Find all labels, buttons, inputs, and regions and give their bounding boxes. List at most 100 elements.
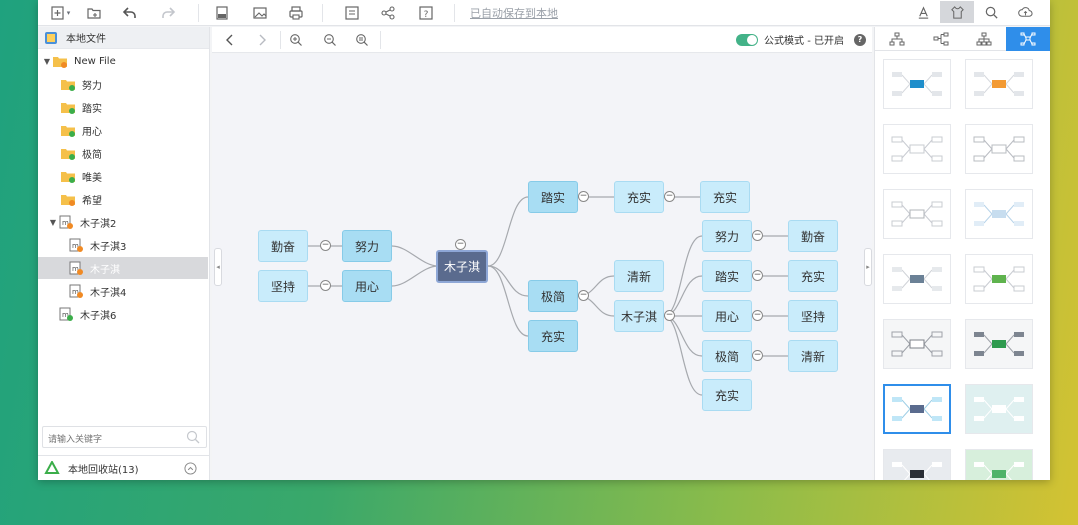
node-chongshi[interactable]: 充实 [528, 320, 578, 352]
theme-option[interactable] [965, 449, 1033, 480]
node-tashi[interactable]: 踏实 [528, 181, 578, 213]
layout-logic-icon[interactable] [919, 27, 963, 51]
text-style-icon[interactable] [906, 1, 940, 23]
tree-folder-weimei[interactable]: 唯美 [38, 165, 208, 187]
tree-file-muziqi3[interactable]: m 木子淇3 [38, 234, 208, 256]
theme-option[interactable] [965, 59, 1033, 109]
tree-item-label: 木子淇3 [90, 241, 127, 253]
node-jijian[interactable]: 极简 [702, 340, 752, 372]
theme-option[interactable] [883, 449, 951, 480]
node-nuli[interactable]: 努力 [702, 220, 752, 252]
theme-option[interactable] [965, 254, 1033, 304]
node-chongshi[interactable]: 充实 [614, 181, 664, 213]
collapse-panel-handle[interactable]: ▸ [864, 248, 872, 286]
zoom-in-icon[interactable] [288, 32, 304, 48]
theme-option[interactable] [883, 124, 951, 174]
help-icon[interactable]: ? [416, 3, 436, 23]
node-chongshi[interactable]: 充实 [700, 181, 750, 213]
collapse-icon[interactable]: − [578, 191, 589, 202]
question-icon[interactable]: ? [854, 33, 866, 46]
node-chongshi[interactable]: 充实 [702, 379, 752, 411]
collapse-sidebar-handle[interactable]: ◂ [214, 248, 222, 286]
tree-folder-xiwang[interactable]: 希望 [38, 188, 208, 210]
back-icon[interactable] [222, 32, 238, 48]
node-yongxin[interactable]: 用心 [342, 270, 392, 302]
node-jijian[interactable]: 极简 [528, 280, 578, 312]
tree-folder-jijian[interactable]: 极简 [38, 142, 208, 164]
tree-folder-tashi[interactable]: 踏实 [38, 96, 208, 118]
zoom-out-icon[interactable] [322, 32, 338, 48]
folder-upload-icon [61, 195, 75, 206]
node-jianchi[interactable]: 坚持 [788, 300, 838, 332]
formula-toggle[interactable] [736, 33, 759, 46]
redo-icon[interactable] [158, 3, 178, 23]
layout-org-icon[interactable] [963, 27, 1007, 51]
theme-option[interactable] [965, 124, 1033, 174]
collapse-icon[interactable]: − [664, 310, 675, 321]
theme-option[interactable] [883, 59, 951, 109]
node-yongxin[interactable]: 用心 [702, 300, 752, 332]
mindmap-canvas[interactable]: 勤奋 努力 坚持 用心 − − 木子淇 − 踏实 − 充实 − 充实 极简 − … [212, 54, 872, 480]
theme-option-selected[interactable] [883, 384, 951, 434]
theme-option[interactable] [883, 189, 951, 239]
undo-icon[interactable] [120, 3, 140, 23]
export-image-icon[interactable] [212, 3, 232, 23]
tree-file-muziqi[interactable]: m 木子淇 [38, 257, 208, 279]
node-muziqi[interactable]: 木子淇 [614, 300, 664, 332]
theme-option[interactable] [965, 189, 1033, 239]
share-icon[interactable] [378, 3, 398, 23]
node-qinfen[interactable]: 勤奋 [788, 220, 838, 252]
theme-option[interactable] [883, 319, 951, 369]
node-tashi[interactable]: 踏实 [702, 260, 752, 292]
tree-folder-yongxin[interactable]: 用心 [38, 119, 208, 141]
collapse-icon[interactable]: − [752, 350, 763, 361]
collapse-icon[interactable]: − [664, 191, 675, 202]
image-icon[interactable] [250, 3, 270, 23]
collapse-icon[interactable]: − [578, 290, 589, 301]
collapse-icon[interactable]: − [320, 280, 331, 291]
new-file-icon[interactable]: ▾ [48, 3, 72, 23]
search-input[interactable] [43, 430, 178, 450]
node-qingxin[interactable]: 清新 [614, 260, 664, 292]
node-root[interactable]: 木子淇 [436, 250, 488, 283]
recycle-bin[interactable]: 本地回收站(13) [38, 455, 209, 480]
collapse-icon[interactable]: − [752, 270, 763, 281]
svg-text:m: m [62, 219, 69, 227]
node-chongshi[interactable]: 充实 [788, 260, 838, 292]
tree-folder-new-file[interactable]: ▼ New File [38, 50, 208, 72]
collapse-icon[interactable]: − [752, 230, 763, 241]
tree-file-muziqi2[interactable]: ▼ m 木子淇2 [38, 211, 208, 233]
cloud-icon[interactable] [1008, 1, 1042, 23]
forward-icon[interactable] [254, 32, 270, 48]
collapse-icon[interactable]: − [455, 239, 466, 250]
open-folder-icon[interactable] [84, 3, 104, 23]
main-toolbar: ▾ ? 已自动保存到本地 [38, 0, 1050, 26]
node-qinfen[interactable]: 勤奋 [258, 230, 308, 262]
zoom-fit-icon[interactable] [354, 32, 370, 48]
search-field[interactable] [42, 426, 207, 450]
toolbar-divider [280, 31, 281, 49]
search-icon[interactable] [974, 1, 1008, 23]
search-icon[interactable] [186, 430, 200, 444]
node-jianchi[interactable]: 坚持 [258, 270, 308, 302]
caret-down-icon[interactable]: ▼ [43, 56, 51, 66]
layout-tree-icon[interactable] [875, 27, 919, 51]
theme-option[interactable] [965, 319, 1033, 369]
note-icon[interactable] [342, 3, 362, 23]
collapse-up-icon[interactable] [184, 462, 197, 475]
tree-file-muziqi6[interactable]: m 木子淇6 [38, 303, 208, 325]
tree-folder-nuli[interactable]: 努力 [38, 73, 208, 95]
print-icon[interactable] [286, 3, 306, 23]
layout-mindmap-icon[interactable] [1006, 27, 1050, 51]
collapse-icon[interactable]: − [320, 240, 331, 251]
node-qingxin[interactable]: 清新 [788, 340, 838, 372]
theme-icon[interactable] [940, 1, 974, 23]
theme-option[interactable] [965, 384, 1033, 434]
theme-option[interactable] [883, 254, 951, 304]
autosave-status[interactable]: 已自动保存到本地 [470, 7, 558, 20]
node-nuli[interactable]: 努力 [342, 230, 392, 262]
collapse-icon[interactable]: − [752, 310, 763, 321]
caret-down-icon[interactable]: ▼ [49, 217, 57, 227]
tree-item-label: 木子淇4 [90, 287, 127, 299]
tree-file-muziqi4[interactable]: m 木子淇4 [38, 280, 208, 302]
